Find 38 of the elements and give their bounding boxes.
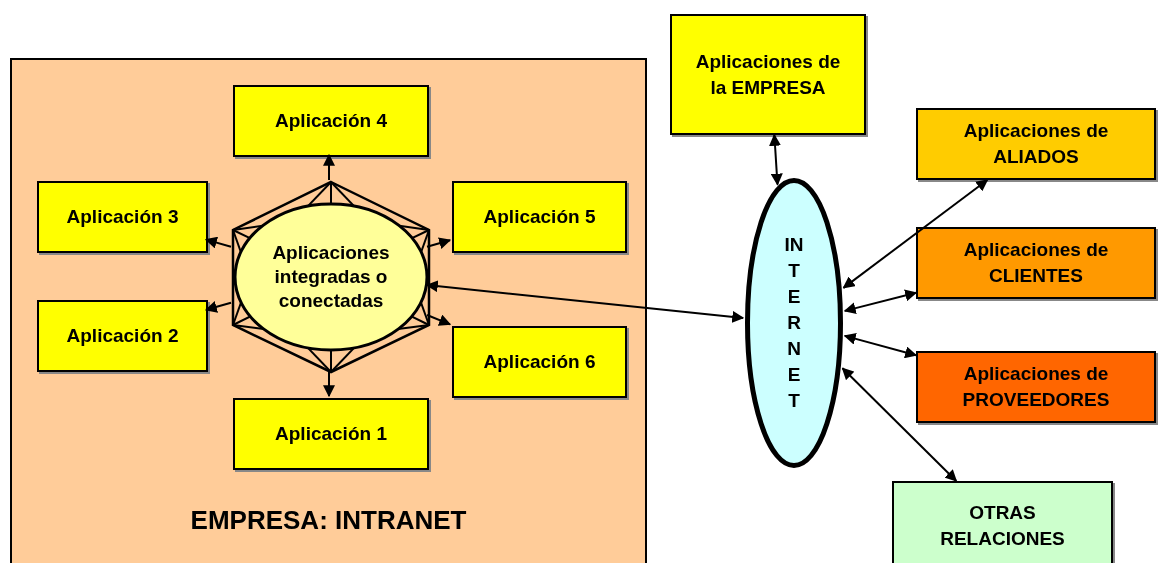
arrow [204,236,232,249]
application-box [916,351,1156,423]
box-label: OTRAS RELACIONES [939,501,1066,551]
arrow [323,153,335,181]
box-label: Aplicaciones de la EMPRESA [694,49,842,100]
application-box [452,181,627,253]
application-box [233,398,429,470]
panel-title: EMPRESA: INTRANET [189,505,468,536]
box-label: Aplicación 2 [66,324,179,348]
oval-label: INTERNET [784,233,804,413]
box-label: Aplicación 1 [275,422,387,446]
arrow [843,289,918,315]
application-box [452,326,627,398]
arrow [843,332,918,359]
arrow [204,301,232,313]
arrow [426,313,452,326]
box-label: Aplicaciones de ALIADOS [962,119,1110,169]
arrow [769,133,783,186]
arrow [323,369,335,398]
box-label: Aplicaciones de PROVEEDORES [961,362,1111,412]
application-box [37,181,208,253]
application-box [916,108,1156,180]
box-label: Aplicación 3 [66,205,179,229]
application-box [233,85,429,157]
application-box [916,227,1156,299]
box-label: Aplicación 5 [483,205,596,229]
box-label: Aplicaciones de CLIENTES [962,238,1110,288]
arrow [842,179,989,289]
hub-label: Aplicaciones integradas o conectadas [271,241,391,313]
application-box [37,300,208,372]
application-box [892,481,1113,563]
application-box [670,14,866,135]
enterprise-panel [10,58,647,563]
box-label: Aplicación 4 [275,109,387,133]
arrow [426,237,452,249]
box-label: Aplicación 6 [483,350,596,374]
arrow [841,367,958,482]
arrow [425,280,745,323]
